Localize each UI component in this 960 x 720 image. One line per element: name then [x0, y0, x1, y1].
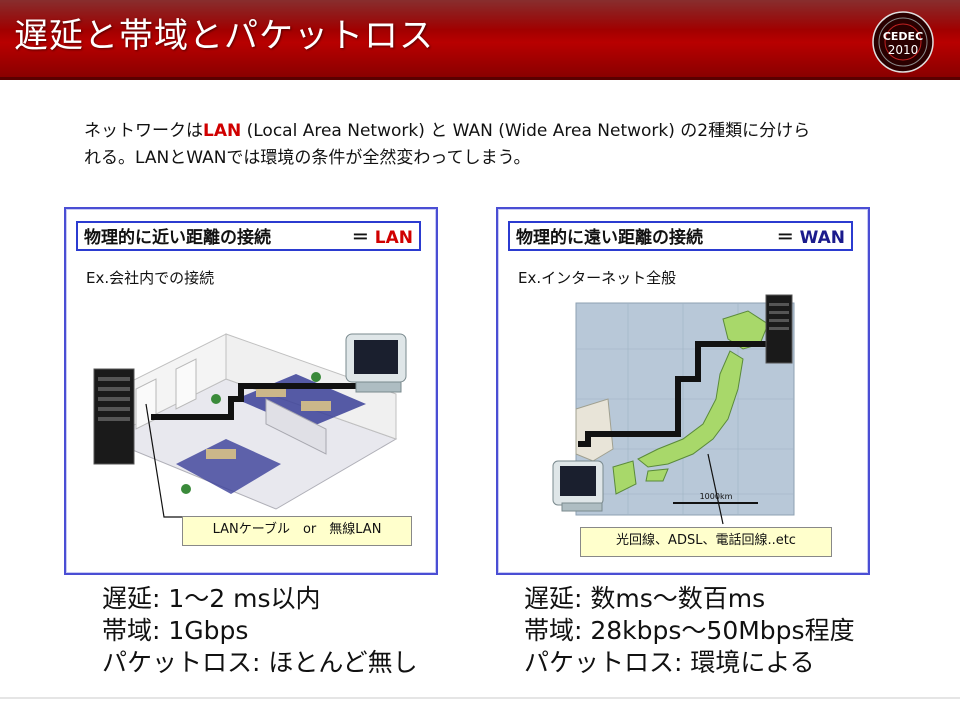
- lan-heading: 物理的に近い距離の接続: [84, 228, 271, 248]
- japan-map-illustration: 1000km: [552, 294, 795, 525]
- lan-connection-label: LANケーブル or 無線LAN: [182, 516, 412, 546]
- lan-stat-latency: 遅延: 1〜2 ms以内: [102, 584, 321, 613]
- wan-equals-term: ＝ WAN: [777, 223, 845, 253]
- scale-label: 1000km: [700, 492, 733, 501]
- logo-year: 2010: [888, 43, 919, 57]
- intro-text: ネットワークはLAN (Local Area Network) と WAN (W…: [84, 118, 824, 172]
- lan-term: LAN: [374, 228, 413, 248]
- wan-equals: ＝: [776, 228, 794, 248]
- computer-icon: [345, 333, 407, 393]
- header-gloss: [0, 0, 960, 30]
- intro-pre: ネットワークは: [84, 121, 203, 141]
- lan-heading-box: 物理的に近い距離の接続 ＝ LAN: [76, 221, 421, 251]
- wan-heading-box: 物理的に遠い距離の接続 ＝ WAN: [508, 221, 853, 251]
- intro-post: (Local Area Network) と WAN (Wide Area Ne…: [84, 121, 811, 168]
- lan-equals-term: ＝ LAN: [352, 223, 413, 253]
- computer-icon: [552, 460, 604, 512]
- wan-panel: 物理的に遠い距離の接続 ＝ WAN Ex.インターネット全般 1000km: [496, 207, 870, 575]
- lan-stat-packetloss: パケットロス: ほとんど無し: [102, 648, 418, 677]
- server-icon: [93, 368, 135, 465]
- slide-header: 遅延と帯域とパケットロス CEDEC 2010: [0, 0, 960, 77]
- office-illustration: [93, 333, 407, 518]
- slide-title: 遅延と帯域とパケットロス: [14, 16, 434, 56]
- lan-equals: ＝: [351, 228, 369, 248]
- lan-stat-bandwidth: 帯域: 1Gbps: [102, 616, 249, 645]
- server-icon: [765, 294, 793, 364]
- wan-heading: 物理的に遠い距離の接続: [516, 228, 703, 248]
- lan-panel: 物理的に近い距離の接続 ＝ LAN Ex.会社内での接続: [64, 207, 438, 575]
- wan-example: Ex.インターネット全般: [518, 269, 677, 287]
- intro-lan: LAN: [203, 121, 242, 141]
- header-divider: [0, 77, 960, 80]
- wan-stat-latency: 遅延: 数ms〜数百ms: [524, 584, 766, 613]
- wan-term: WAN: [799, 228, 845, 248]
- wan-stat-bandwidth: 帯域: 28kbps〜50Mbps程度: [524, 616, 855, 645]
- lan-stats: 遅延: 1〜2 ms以内 帯域: 1Gbps パケットロス: ほとんど無し: [102, 583, 418, 679]
- wan-stat-packetloss: パケットロス: 環境による: [524, 648, 815, 677]
- footer-divider: [0, 697, 960, 699]
- cedec-logo: CEDEC 2010: [872, 11, 934, 73]
- wan-stats: 遅延: 数ms〜数百ms 帯域: 28kbps〜50Mbps程度 パケットロス:…: [524, 583, 855, 679]
- wan-connection-label: 光回線、ADSL、電話回線..etc: [580, 527, 832, 557]
- logo-name: CEDEC: [883, 30, 923, 43]
- lan-example: Ex.会社内での接続: [86, 269, 215, 287]
